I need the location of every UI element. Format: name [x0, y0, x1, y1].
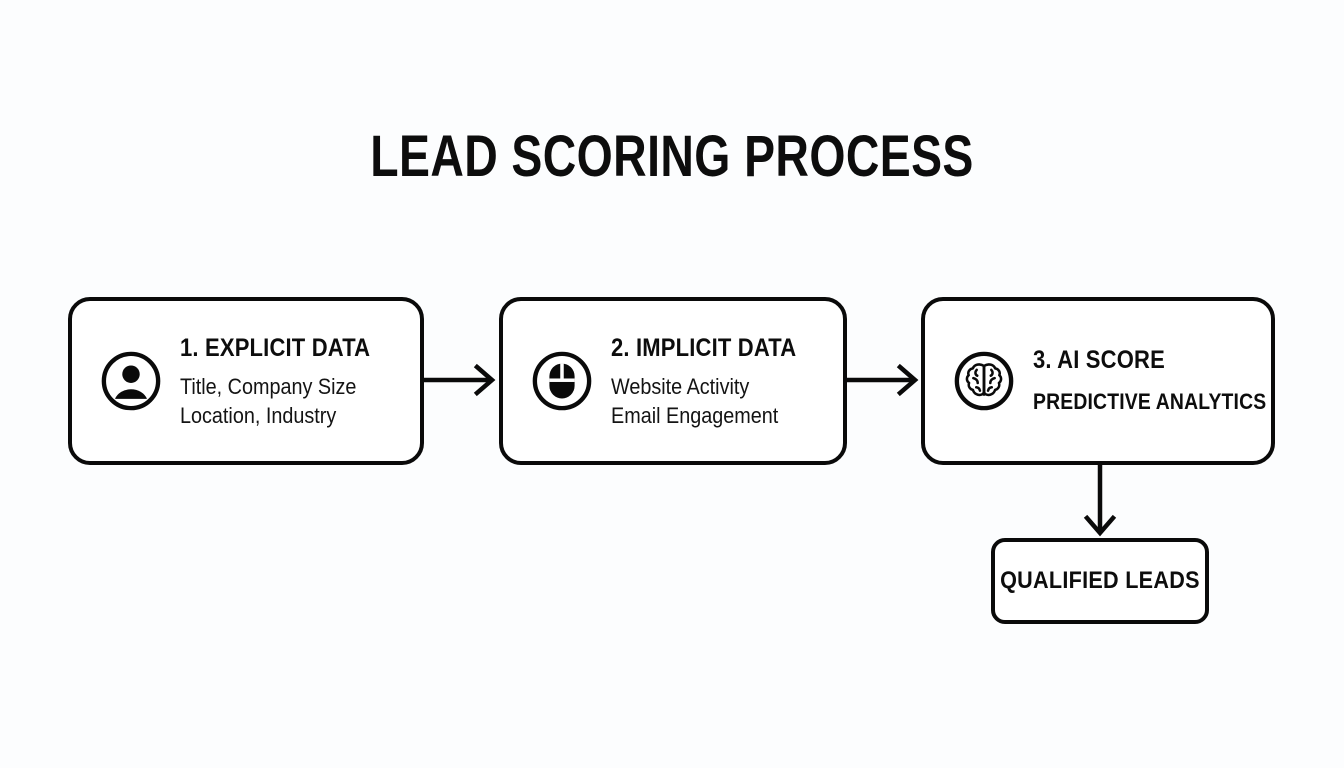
- step-detail-line: Location, Industry: [180, 402, 337, 428]
- step-card-explicit-data[interactable]: 1. EXPLICIT DATA Title, Company Size Loc…: [68, 297, 424, 465]
- mouse-circle-icon: [532, 351, 592, 411]
- step-detail-line: Email Engagement: [611, 402, 779, 428]
- arrow-step3-to-qualified-leads: [1083, 461, 1117, 537]
- step-card-text: 1. EXPLICIT DATA Title, Company Size Loc…: [180, 333, 420, 430]
- step-detail-line: Website Activity: [611, 373, 750, 399]
- step-card-text: 2. IMPLICIT DATA Website Activity Email …: [611, 333, 843, 430]
- step-heading: 3. AI SCORE: [1033, 346, 1165, 374]
- brain-circle-icon: [954, 351, 1014, 411]
- step-detail-list: Title, Company Size Location, Industry: [180, 372, 410, 430]
- step-detail-line: Title, Company Size: [180, 373, 357, 399]
- step-subheading: PREDICTIVE ANALYTICS: [1033, 389, 1267, 414]
- result-card-qualified-leads[interactable]: QUALIFIED LEADS: [991, 538, 1209, 624]
- step-card-text: 3. AI SCORE PREDICTIVE ANALYTICS: [1033, 345, 1308, 417]
- step-card-ai-score[interactable]: 3. AI SCORE PREDICTIVE ANALYTICS: [921, 297, 1275, 465]
- arrow-step2-to-step3: [844, 363, 919, 397]
- step-heading: 2. IMPLICIT DATA: [611, 333, 797, 362]
- step-heading: 1. EXPLICIT DATA: [180, 333, 371, 362]
- page-title: LEAD SCORING PROCESS: [370, 124, 974, 189]
- step-card-implicit-data[interactable]: 2. IMPLICIT DATA Website Activity Email …: [499, 297, 847, 465]
- result-label: QUALIFIED LEADS: [1000, 567, 1200, 594]
- step-detail-list: Website Activity Email Engagement: [611, 372, 833, 430]
- user-circle-icon: [101, 351, 161, 411]
- arrow-step1-to-step2: [421, 363, 496, 397]
